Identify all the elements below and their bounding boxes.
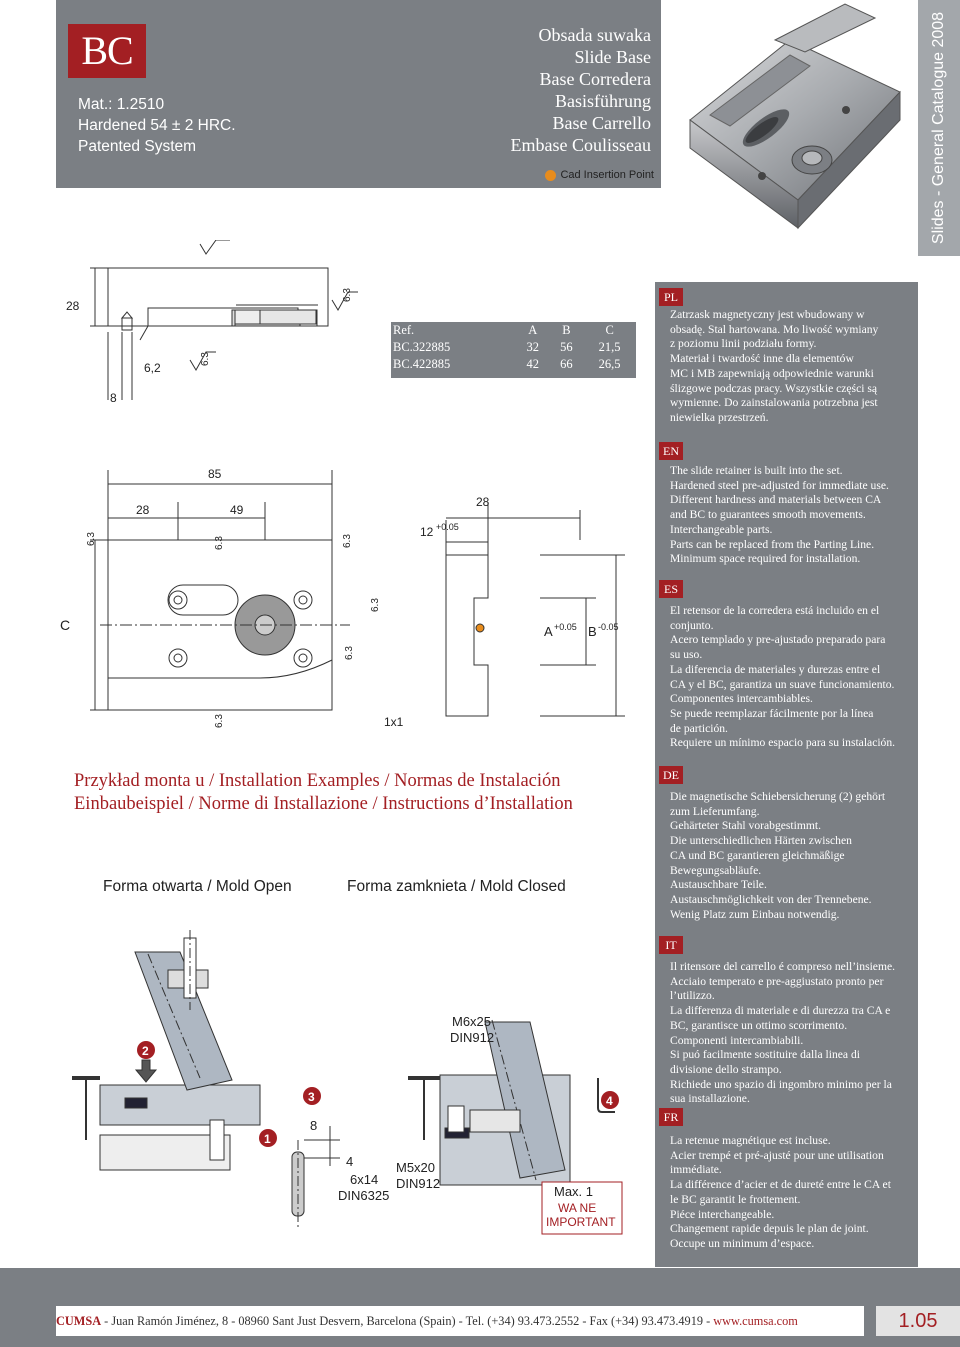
b-cell: 56 bbox=[560, 340, 573, 354]
footer-url[interactable]: www.cumsa.com bbox=[713, 1314, 798, 1328]
callout-1: 1 bbox=[264, 1132, 271, 1146]
cad-dot-icon bbox=[545, 169, 557, 181]
b-cell: 66 bbox=[560, 357, 573, 371]
installation-examples-title: Przykład monta u / Installation Examples… bbox=[74, 770, 573, 816]
reference-table: Ref. A B C BC.322885 32 56 21,5 BC.42288… bbox=[391, 322, 636, 378]
text-fr: La retenue magnétique est incluse.Acier … bbox=[670, 1134, 891, 1250]
text-it: Il ritensore del carrello é compreso nel… bbox=[670, 960, 896, 1106]
callout-3: 3 bbox=[308, 1090, 315, 1104]
col-ref: Ref. bbox=[393, 323, 415, 337]
dim-12: 12 bbox=[420, 525, 434, 539]
warning-line2: IMPORTANT bbox=[546, 1215, 616, 1229]
lang-badge-en: EN bbox=[659, 442, 683, 460]
roughness-2: 6.3 bbox=[342, 288, 353, 302]
title-en: Slide Base bbox=[574, 47, 652, 67]
a-cell: 42 bbox=[526, 357, 540, 371]
dim-c: C bbox=[60, 617, 70, 633]
col-a: A bbox=[528, 323, 538, 337]
callout-4: 4 bbox=[606, 1094, 613, 1108]
cad-insertion-point[interactable]: Cad Insertion Point bbox=[545, 169, 654, 181]
mold-open-label: Forma otwarta / Mold Open bbox=[103, 878, 292, 895]
roughness-8: 6.3 bbox=[344, 646, 355, 660]
dim-28-end: 28 bbox=[476, 495, 490, 509]
table-row: BC.322885 32 56 21,5 bbox=[391, 339, 636, 356]
hex-key-icon bbox=[597, 1078, 615, 1113]
table-row: BC.422885 42 66 26,5 bbox=[391, 356, 636, 373]
mold-closed-label: Forma zamknieta / Mold Closed bbox=[347, 878, 566, 895]
lang-badge-it: IT bbox=[659, 936, 683, 954]
chamfer-label: 1x1 bbox=[384, 715, 404, 729]
max-label: Max. 1 bbox=[554, 1184, 593, 1199]
tol-b: -0.05 bbox=[598, 622, 619, 632]
title-es: Base Corredera bbox=[539, 69, 651, 89]
tol-a: +0.05 bbox=[554, 622, 577, 632]
text-es: El retensor de la corredera está incluid… bbox=[670, 604, 896, 750]
screw2-size: M5x20 bbox=[396, 1160, 435, 1175]
warning-line1: WA NE bbox=[558, 1201, 596, 1215]
lang-badge-pl: PL bbox=[659, 288, 683, 306]
roughness-4: 6.3 bbox=[86, 532, 97, 546]
ref-cell: BC.422885 bbox=[393, 357, 451, 371]
footer-brand: CUMSA bbox=[56, 1314, 102, 1328]
roughness-5: 6.3 bbox=[214, 536, 225, 550]
a-cell: 32 bbox=[526, 340, 540, 354]
screw1-size: M6x25 bbox=[452, 1014, 491, 1029]
dim-6-2: 6,2 bbox=[144, 361, 161, 375]
hardness-spec: Hardened 54 ± 2 HRC. bbox=[78, 117, 236, 134]
dim-28-left: 28 bbox=[66, 299, 80, 313]
title-pl: Obsada suwaka bbox=[538, 25, 651, 45]
lang-badge-de: DE bbox=[659, 766, 683, 784]
ref-cell: BC.322885 bbox=[393, 340, 451, 354]
screw2-standard: DIN912 bbox=[396, 1176, 440, 1191]
footer-address: - Juan Ramón Jiménez, 8 - 08960 Sant Jus… bbox=[101, 1314, 714, 1328]
roughness-6: 6.3 bbox=[342, 534, 353, 548]
col-b: B bbox=[562, 323, 571, 337]
cad-label: Cad Insertion Point bbox=[560, 169, 654, 181]
patent-spec: Patented System bbox=[78, 138, 197, 155]
product-logo: BC bbox=[68, 24, 146, 78]
dim-85: 85 bbox=[208, 467, 222, 481]
dim-49: 49 bbox=[230, 503, 244, 517]
pin-size: 6x14 bbox=[350, 1172, 378, 1187]
examples-title-line2: Einbaubeispiel / Norme di Installazione … bbox=[74, 794, 573, 814]
dim-8: 8 bbox=[110, 391, 117, 405]
screw1-standard: DIN912 bbox=[450, 1030, 494, 1045]
roughness-7: 6.3 bbox=[370, 598, 381, 612]
pin-standard: DIN6325 bbox=[338, 1188, 389, 1203]
footer-contact: CUMSA - Juan Ramón Jiménez, 8 - 08960 Sa… bbox=[56, 1306, 798, 1336]
material-spec: Mat.: 1.2510 bbox=[78, 96, 165, 113]
col-c: C bbox=[605, 323, 614, 337]
page-number: 1.05 bbox=[876, 1306, 960, 1336]
dim-28-mid: 28 bbox=[136, 503, 150, 517]
c-cell: 26,5 bbox=[598, 357, 621, 371]
table-header-row: Ref. A B C bbox=[391, 322, 636, 339]
tol-12: +0.05 bbox=[436, 522, 459, 532]
title-fr: Embase Coulisseau bbox=[510, 135, 651, 155]
catalogue-label: Slides - General Catalogue 2008 bbox=[930, 11, 947, 245]
title-it: Base Carrello bbox=[552, 113, 651, 133]
dim-a: A bbox=[544, 624, 553, 639]
examples-title-line1: Przykład monta u / Installation Examples… bbox=[74, 771, 561, 791]
title-de: Basisführung bbox=[555, 91, 651, 111]
description-panel: PL Zatrzask magnetyczny jest wbudowany w… bbox=[655, 282, 918, 1267]
dim-4-example: 4 bbox=[346, 1154, 353, 1169]
lang-badge-fr: FR bbox=[659, 1108, 683, 1126]
dim-8-example: 8 bbox=[310, 1118, 317, 1133]
header-band: BC Mat.: 1.2510 Hardened 54 ± 2 HRC. Pat… bbox=[56, 0, 661, 188]
product-photo bbox=[689, 3, 901, 230]
installation-drawing: 2 1 3 8 4 6x14 DIN6325 M6x25 DIN912 M5x2… bbox=[72, 930, 623, 1235]
roughness-9: 6.3 bbox=[214, 714, 225, 728]
callout-2: 2 bbox=[142, 1044, 149, 1058]
text-de: Die magnetische Schiebersicherung (2) ge… bbox=[670, 790, 886, 921]
dim-b: B bbox=[588, 624, 597, 639]
roughness-3: 6.3 bbox=[200, 352, 211, 366]
footer-strip bbox=[56, 1306, 864, 1336]
c-cell: 21,5 bbox=[598, 340, 621, 354]
lang-badge-es: ES bbox=[659, 580, 683, 598]
text-en: The slide retainer is built into the set… bbox=[670, 464, 889, 566]
catalogue-sidebar: Slides - General Catalogue 2008 bbox=[918, 0, 960, 256]
technical-drawing: 28 6,2 8 6.3 6.3 6.3 C 85 28 49 6.3 6.3 … bbox=[60, 240, 625, 729]
